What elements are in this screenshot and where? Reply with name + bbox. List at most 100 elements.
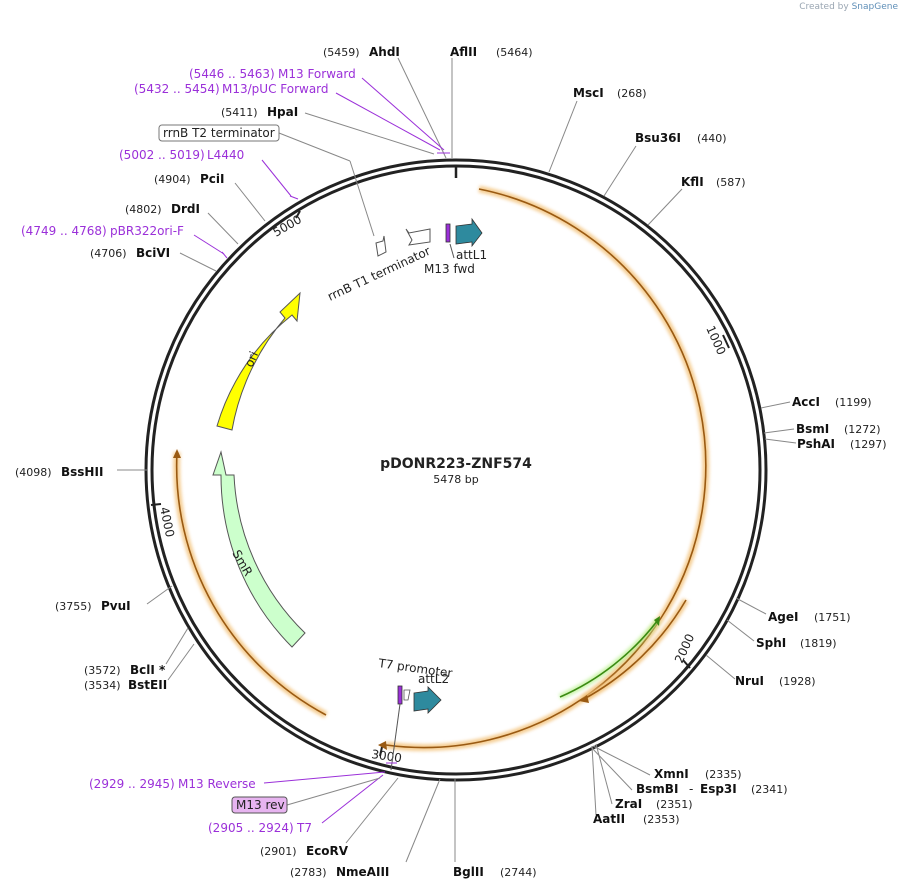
plasmid-length: 5478 bp xyxy=(433,473,478,486)
feature-pbr322ori: pBR322ori-F xyxy=(110,224,184,238)
enzyme-xmni: XmnI xyxy=(654,767,689,781)
enzyme-pshai: PshAI xyxy=(797,437,835,451)
feature-l4440: L4440 xyxy=(207,148,244,162)
enzyme-drdi-pos: (4802) xyxy=(125,203,162,216)
smr-feature xyxy=(212,450,306,648)
snapgene-credit: Created by SnapGene xyxy=(799,2,898,12)
enzyme-agei-pos: (1751) xyxy=(814,611,851,624)
enzyme-bsshii-pos: (4098) xyxy=(15,466,52,479)
orf-feature-2 xyxy=(579,598,690,703)
enzyme-sphi-pos: (1819) xyxy=(800,637,837,650)
box-leaders xyxy=(278,132,381,806)
enzyme-hpai-pos: (5411) xyxy=(221,106,258,119)
enzyme-ecorv-pos: (2901) xyxy=(260,845,297,858)
scale-ticks xyxy=(150,210,730,757)
enzyme-pcii: PciI xyxy=(200,172,225,186)
enzyme-aatii: AatII xyxy=(593,812,625,826)
enzyme-leaders xyxy=(117,57,797,863)
attl2-label: attL2 xyxy=(418,672,449,686)
enzyme-aatii-pos: (2353) xyxy=(643,813,680,826)
enzyme-bglii-pos: (2744) xyxy=(500,866,537,879)
attl2-arrow xyxy=(413,686,442,714)
feature-leaders xyxy=(193,77,450,824)
enzyme-kfli: KflI xyxy=(681,175,704,189)
enzyme-bsu36i: Bsu36I xyxy=(635,131,681,145)
attl1-arrow xyxy=(455,217,483,248)
enzyme-bsmi-pos: (1272) xyxy=(844,423,881,436)
enzyme-nmeaiii: NmeAIII xyxy=(336,865,389,879)
enzyme-xmni-pos: (2335) xyxy=(705,768,742,781)
enzyme-zrai: ZraI xyxy=(615,797,642,811)
enzyme-pvui: PvuI xyxy=(101,599,131,613)
m13-rev-box xyxy=(231,796,288,814)
enzyme-agei: AgeI xyxy=(768,610,798,624)
enzyme-bcivi-pos: (4706) xyxy=(90,247,127,260)
feature-m13-forward-range: (5446 .. 5463) xyxy=(189,67,275,81)
feature-m13-reverse: M13 Reverse xyxy=(178,777,256,791)
enzyme-pvui-pos: (3755) xyxy=(55,600,92,613)
feature-t7: T7 xyxy=(296,821,312,835)
enzyme-acci-pos: (1199) xyxy=(835,396,872,409)
enzyme-bsmbi: BsmBI xyxy=(636,782,678,796)
feature-m13puc-forward: M13/pUC Forward xyxy=(222,82,329,96)
enzyme-nrui: NruI xyxy=(735,674,764,688)
enzyme-bsu36i-pos: (440) xyxy=(697,132,727,145)
enzyme-bsteii-pos: (3534) xyxy=(84,679,121,692)
enzyme-nmeaiii-pos: (2783) xyxy=(290,866,327,879)
enzyme-sphi: SphI xyxy=(756,636,786,650)
enzyme-bglii: BglII xyxy=(453,865,484,879)
t7-promoter-arrow xyxy=(403,689,411,701)
t7-leader xyxy=(390,703,401,771)
feature-l4440-range: (5002 .. 5019) xyxy=(119,148,205,162)
enzyme-msci: MscI xyxy=(573,86,604,100)
ori-label: ori xyxy=(242,349,261,369)
enzyme-esp3i: Esp3I xyxy=(700,782,737,796)
enzyme-bsmbi-pos: (2341) xyxy=(751,783,788,796)
enzyme-ahdi: AhdI xyxy=(369,45,400,59)
green-feature xyxy=(558,616,661,700)
enzyme-bcivi: BciVI xyxy=(136,246,170,260)
rrnb-t1-arrow xyxy=(375,235,387,257)
enzyme-acci: AccI xyxy=(792,395,820,409)
rrnb-t2-arrow xyxy=(405,228,431,246)
t7-marker xyxy=(397,685,403,705)
enzyme-bsshii: BssHII xyxy=(61,465,103,479)
tick-label-3000: 3000 xyxy=(371,747,403,765)
enzyme-nrui-pos: (1928) xyxy=(779,675,816,688)
plasmid-name: pDONR223-ZNF574 xyxy=(380,456,532,472)
attl1-label: attL1 xyxy=(456,248,487,262)
enzyme-aflii: AflII xyxy=(450,45,477,59)
m13-fwd-marker xyxy=(445,223,451,243)
rrnb-t2-box xyxy=(158,124,280,142)
enzyme-bsteii: BstEII xyxy=(128,678,167,692)
orf-feature-3 xyxy=(173,449,328,719)
enzyme-msci-pos: (268) xyxy=(617,87,647,100)
enzyme-kfli-pos: (587) xyxy=(716,176,746,189)
feature-t7-range: (2905 .. 2924) xyxy=(208,821,294,835)
snapgene-logo: SnapGene xyxy=(851,2,898,12)
feature-m13-forward: M13 Forward xyxy=(278,67,356,81)
enzyme-aflii-pos: (5464) xyxy=(496,46,533,59)
feature-m13puc-forward-range: (5432 .. 5454) xyxy=(134,82,220,96)
orf-feature xyxy=(378,185,710,752)
enzyme-drdi: DrdI xyxy=(171,202,200,216)
enzyme-bcli: BclI * xyxy=(130,663,166,677)
enzyme-pshai-pos: (1297) xyxy=(850,438,887,451)
feature-m13-reverse-range: (2929 .. 2945) xyxy=(89,777,175,791)
enzyme-bcli-pos: (3572) xyxy=(84,664,121,677)
enzyme-ecorv: EcoRV xyxy=(306,844,349,858)
enzyme-bsmi: BsmI xyxy=(796,422,829,436)
m13-fwd-label: M13 fwd xyxy=(424,262,475,276)
m13-rev-label: M13 rev xyxy=(236,798,285,812)
enzyme-pcii-pos: (4904) xyxy=(154,173,191,186)
rrnb-t2-label: rrnB T2 terminator xyxy=(163,126,275,140)
enzyme-bsmbi-sep: - xyxy=(689,782,693,796)
feature-pbr322ori-range: (4749 .. 4768) xyxy=(21,224,107,238)
credit-prefix: Created by xyxy=(799,2,849,12)
enzyme-hpai: HpaI xyxy=(267,105,298,119)
enzyme-ahdi-pos: (5459) xyxy=(323,46,360,59)
tick-label-4000: 4000 xyxy=(157,506,177,539)
ori-feature xyxy=(216,291,301,431)
enzyme-zrai-pos: (2351) xyxy=(656,798,693,811)
